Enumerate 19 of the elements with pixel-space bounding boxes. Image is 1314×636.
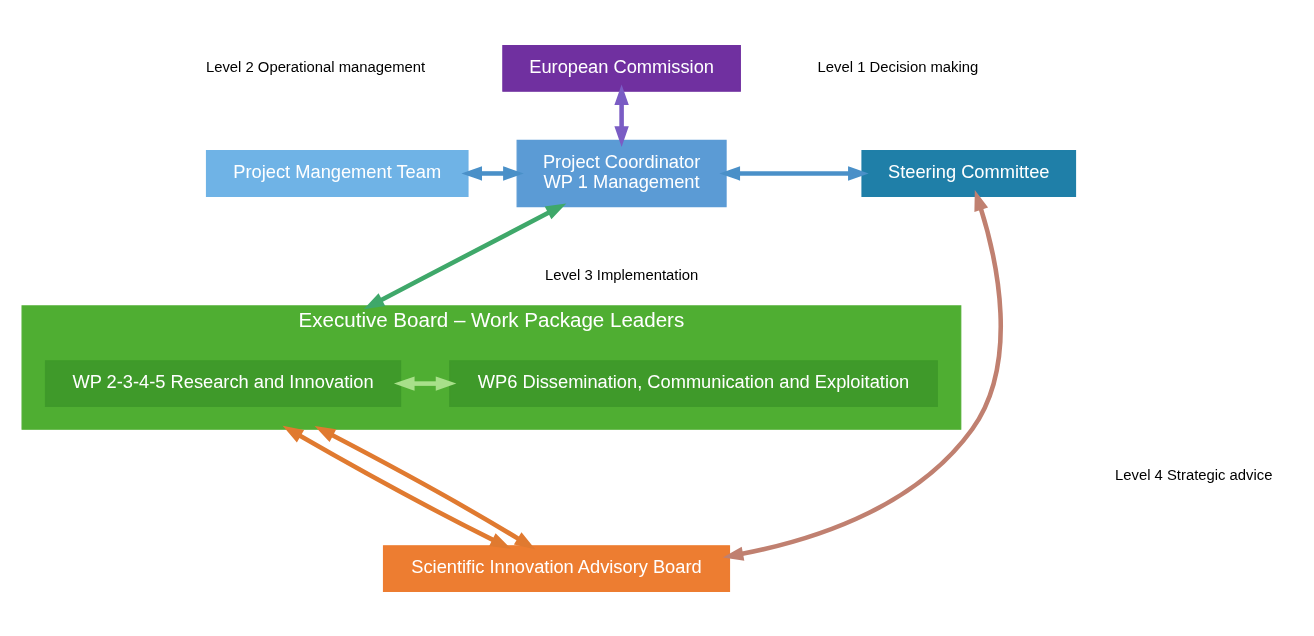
node-box: Project Coordinator WP 1 Management: [516, 139, 727, 207]
node-box: WP6 Dissemination, Communication and Exploitation: [449, 359, 938, 407]
node-box: European Commission: [502, 44, 741, 92]
arrow: [722, 189, 1003, 561]
arrow: [314, 425, 536, 549]
label: Level 2 Operational management: [205, 58, 426, 75]
arrow: [461, 165, 524, 181]
arrow: [719, 165, 869, 181]
arrow: [282, 425, 511, 549]
node-box: WP 2-3-4-5 Research and Innovation: [44, 359, 402, 407]
arrow: [393, 375, 457, 391]
node-box: Steering Committee: [861, 149, 1077, 197]
label: Level 1 Decision making: [817, 58, 979, 75]
label: Level 4 Strategic advice: [1115, 466, 1273, 483]
node-box: Scientific Innovation Advisory Board: [382, 544, 731, 592]
arrow: [363, 202, 567, 309]
arrow: [614, 83, 629, 147]
label: Level 3 Implementation: [544, 266, 699, 283]
node-box: Project Mangement Team: [205, 149, 469, 197]
